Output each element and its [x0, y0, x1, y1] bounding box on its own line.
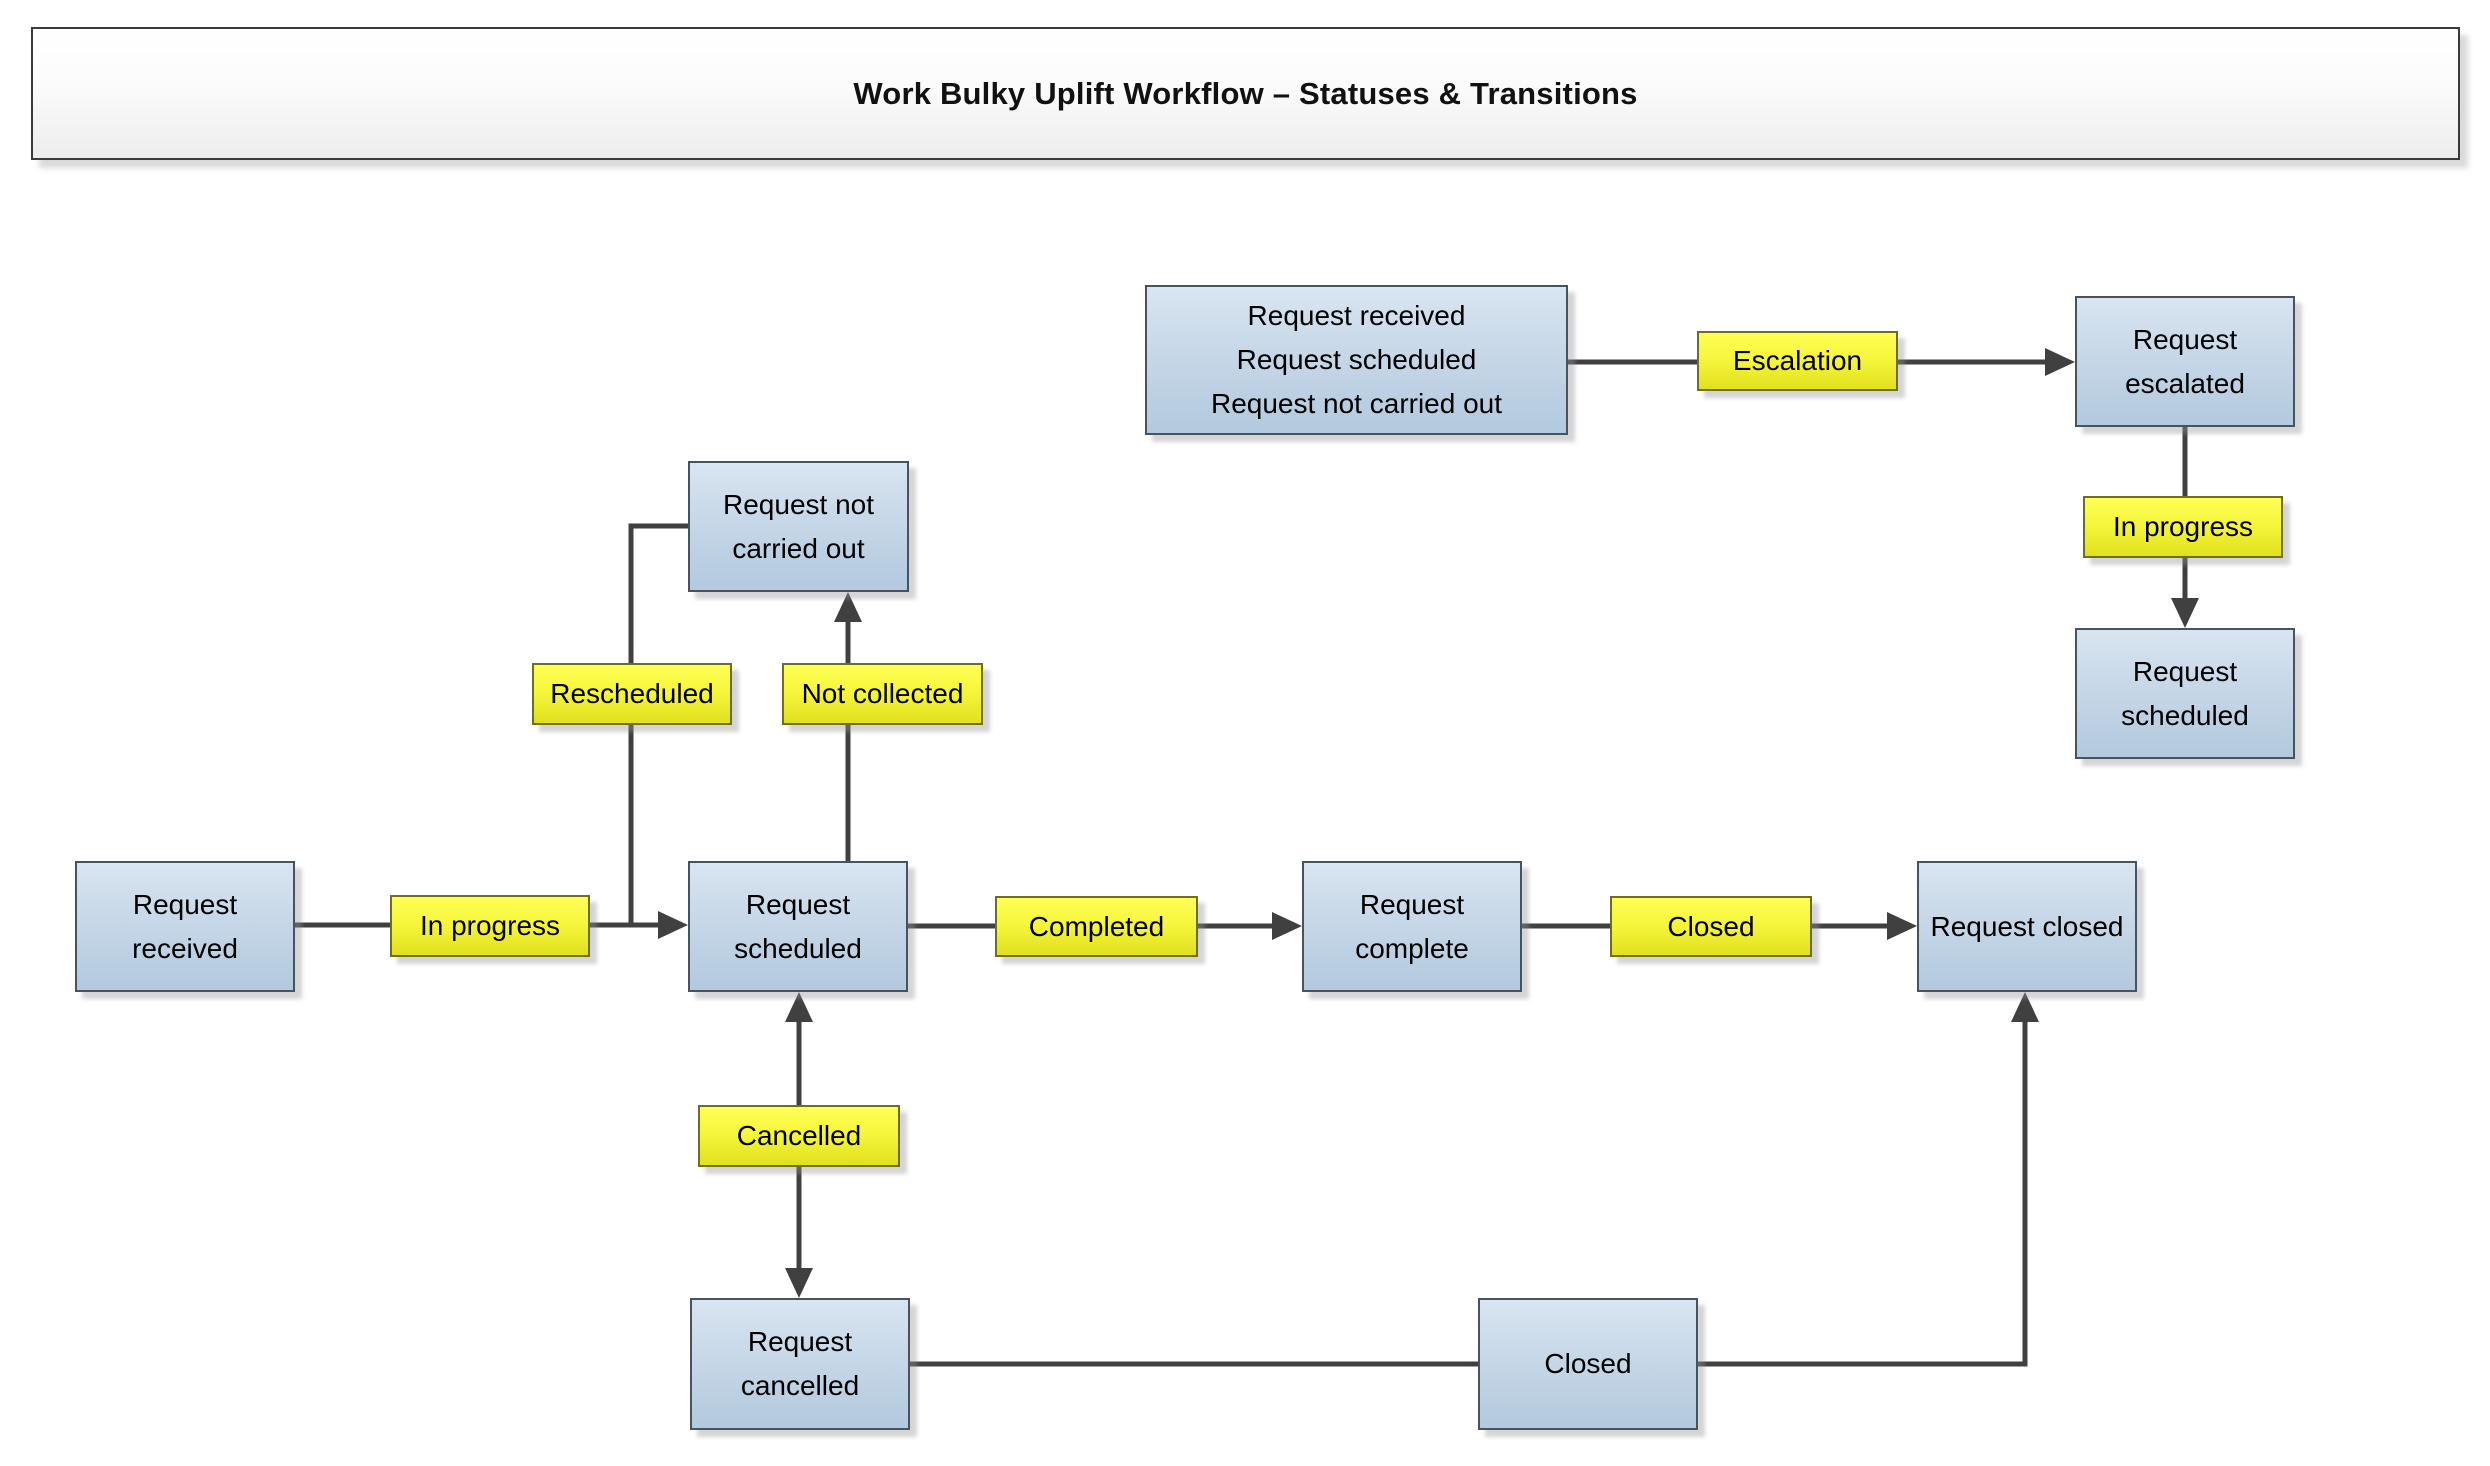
state-label: Request scheduled — [1236, 344, 1477, 375]
state-request-cancelled: Request cancelled — [690, 1298, 910, 1430]
state-label: Request received — [132, 888, 238, 964]
connector-rescheduled-elbow — [628, 523, 688, 925]
transition-label: Rescheduled — [550, 678, 714, 709]
state-request-closed: Request closed — [1917, 861, 2137, 992]
state-label: Request received — [1247, 300, 1466, 331]
state-label: Request cancelled — [740, 1326, 860, 1401]
transition-label: Cancelled — [736, 1120, 862, 1151]
transition-completed: Completed — [995, 896, 1198, 957]
state-request-complete: Request complete — [1302, 861, 1522, 992]
state-request-not-carried-out: Request not carried out — [688, 461, 909, 592]
arrowhead-into-complete — [1272, 912, 1302, 940]
transition-in-progress: In progress — [390, 895, 590, 957]
state-label: Request scheduled — [734, 888, 862, 964]
transition-not-collected: Not collected — [782, 663, 983, 725]
arrowhead-into-scheduled — [658, 911, 688, 939]
arrowhead-into-not-carried-out — [834, 592, 862, 622]
state-request-scheduled: Request scheduled — [688, 861, 908, 992]
transition-label: Closed — [1667, 910, 1755, 942]
state-label: Request complete — [1355, 888, 1469, 964]
state-request-scheduled-escalation: Request scheduled — [2075, 628, 2295, 759]
state-label: Request scheduled — [2121, 655, 2249, 731]
transition-label: Not collected — [801, 678, 964, 709]
state-closed-connector-label: Closed — [1478, 1298, 1698, 1430]
transition-rescheduled: Rescheduled — [532, 663, 732, 725]
arrowhead-into-scheduled-bottom — [785, 992, 813, 1022]
arrowhead-into-scheduled-right — [2171, 598, 2199, 628]
transition-cancelled: Cancelled — [698, 1105, 900, 1167]
transition-closed: Closed — [1610, 896, 1812, 957]
arrowhead-into-cancelled — [785, 1268, 813, 1298]
transition-label: Escalation — [1732, 345, 1863, 376]
arrowhead-into-closed — [1887, 912, 1917, 940]
state-label: Request not carried out — [723, 488, 874, 564]
state-multi-status: Request received Request scheduled Reque… — [1145, 285, 1568, 435]
transition-label: Completed — [1028, 910, 1165, 942]
title-bar: Work Bulky Uplift Workflow – Statuses & … — [31, 27, 2460, 160]
transition-label: In progress — [419, 910, 561, 941]
page-title: Work Bulky Uplift Workflow – Statuses & … — [853, 75, 1638, 111]
transition-label: In progress — [2112, 511, 2254, 542]
arrowhead-into-closed-bottom — [2011, 992, 2039, 1022]
transition-escalation: Escalation — [1697, 331, 1898, 391]
state-label: Closed — [1544, 1348, 1632, 1379]
state-label: Request not carried out — [1210, 388, 1503, 419]
state-request-received: Request received — [75, 861, 295, 992]
arrowhead-into-escalated — [2045, 348, 2075, 376]
state-label: Request closed — [1930, 910, 2124, 942]
state-label: Request escalated — [2125, 323, 2245, 399]
connector-cancelled-to-closed — [910, 1020, 2028, 1367]
transition-in-progress-escalated: In progress — [2083, 496, 2283, 558]
state-request-escalated: Request escalated — [2075, 296, 2295, 427]
